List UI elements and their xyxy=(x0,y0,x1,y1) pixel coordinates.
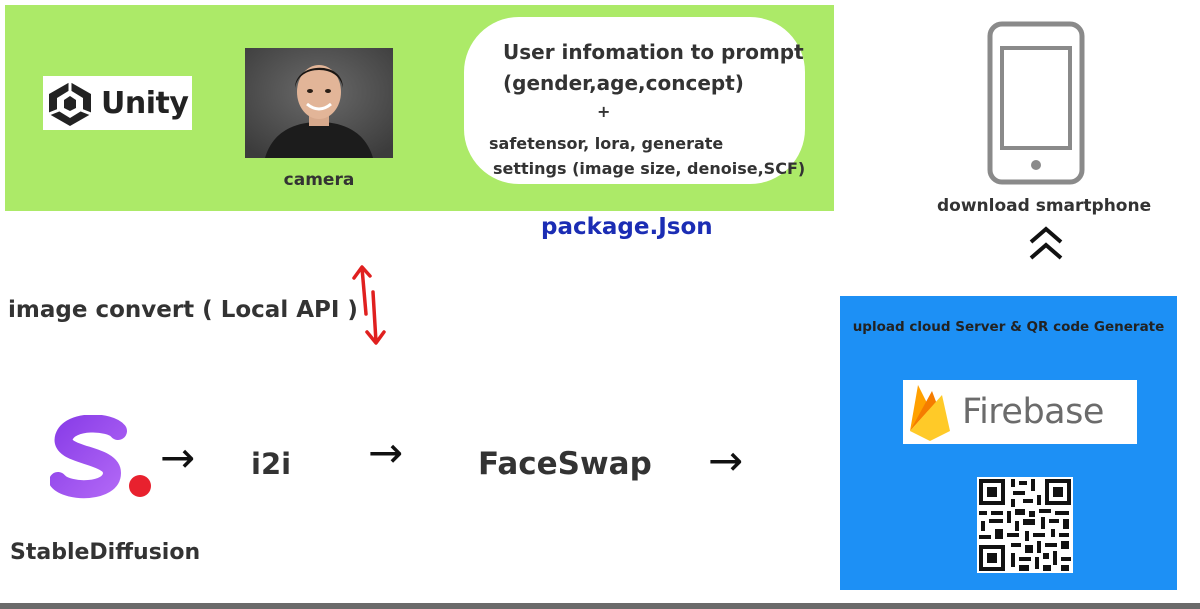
firebase-logo-text: Firebase xyxy=(962,392,1104,432)
double-chevron-up-icon xyxy=(1029,226,1063,260)
package-json-label: package.Json xyxy=(541,214,713,240)
step-faceswap-label: FaceSwap xyxy=(478,446,652,482)
cloud-panel-title: upload cloud Server & QR code Generate xyxy=(852,319,1165,335)
qr-code-icon xyxy=(977,477,1073,573)
camera-label: camera xyxy=(283,170,355,190)
prompt-line-settings: settings (image size, denoise,SCF) xyxy=(493,159,806,178)
firebase-flame-icon xyxy=(910,385,950,441)
firebase-logo: Firebase xyxy=(903,380,1137,444)
prompt-line-attributes: (gender,age,concept) xyxy=(503,71,744,95)
flow-arrow-2: → xyxy=(368,428,404,477)
prompt-line-plus: + xyxy=(597,102,611,121)
stable-diffusion-label: StableDiffusion xyxy=(10,540,201,565)
step-i2i-label: i2i xyxy=(251,447,292,481)
person-photo xyxy=(245,48,393,158)
camera-photo xyxy=(245,48,393,158)
unity-icon xyxy=(48,82,92,126)
flow-arrow-3: → xyxy=(708,436,744,485)
image-convert-label: image convert ( Local API ) xyxy=(8,297,358,323)
bottom-divider xyxy=(0,603,1200,609)
red-up-down-arrows-icon xyxy=(352,265,386,345)
download-smartphone-label: download smartphone xyxy=(937,196,1152,216)
stable-diffusion-logo-icon xyxy=(50,415,151,499)
unity-logo: Unity xyxy=(43,76,192,130)
unity-logo-text: Unity xyxy=(101,85,189,121)
smartphone-icon xyxy=(987,21,1085,185)
prompt-line-user-info: User infomation to prompt xyxy=(503,40,804,64)
prompt-line-models: safetensor, lora, generate xyxy=(489,134,724,153)
prompt-info-bubble xyxy=(464,17,805,184)
flow-arrow-1: → xyxy=(160,433,196,482)
